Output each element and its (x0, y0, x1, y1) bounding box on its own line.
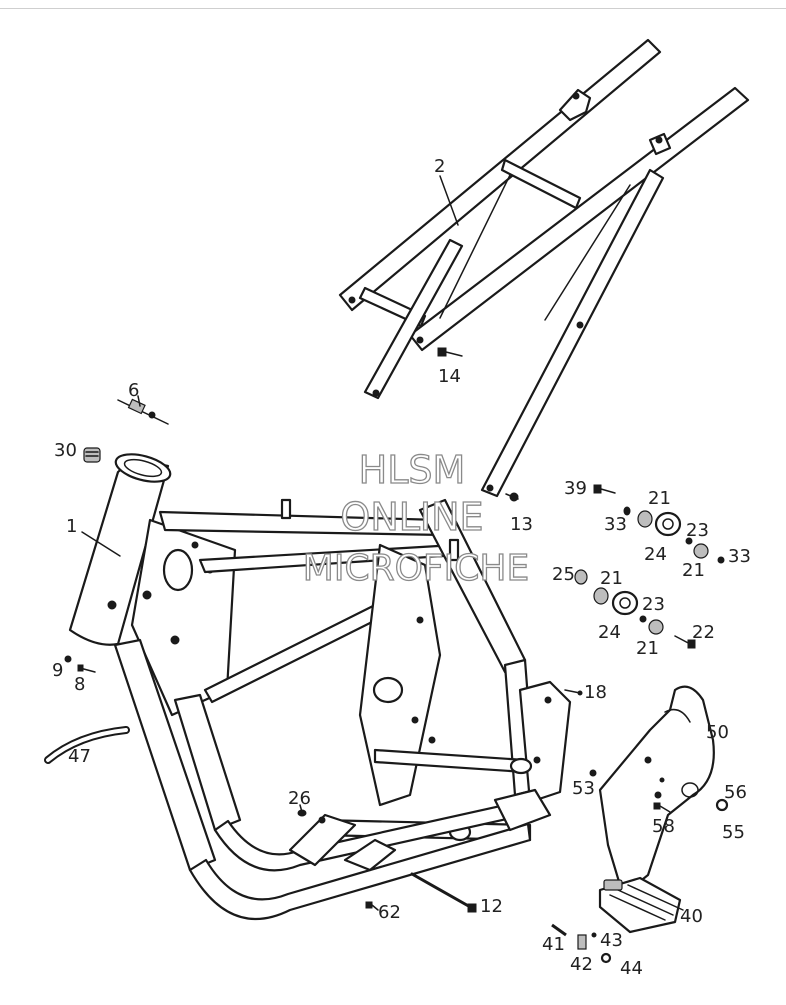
callout-8: 8 (74, 674, 85, 695)
callout-33a: 33 (604, 514, 627, 535)
callout-21b: 21 (682, 560, 705, 581)
bolt-13 (505, 492, 519, 502)
callout-50: 50 (706, 722, 729, 743)
callout-55: 55 (722, 822, 745, 843)
guard-hardware (589, 769, 729, 813)
callout-22: 22 (692, 622, 715, 643)
callout-21a: 21 (648, 488, 671, 509)
callout-30: 30 (54, 440, 77, 461)
subframe-part (338, 38, 750, 498)
cable-clip-part (117, 398, 169, 425)
callout-44: 44 (620, 958, 643, 979)
callout-24b: 24 (598, 622, 621, 643)
callout-1: 1 (66, 516, 77, 537)
watermark-line-2: ONLINE (340, 495, 483, 539)
callout-26: 26 (288, 788, 311, 809)
callout-62: 62 (378, 902, 401, 923)
callout-40: 40 (680, 906, 703, 927)
callout-43: 43 (600, 930, 623, 951)
callout-2: 2 (434, 156, 445, 177)
callout-47: 47 (68, 746, 91, 767)
callout-33b: 33 (728, 546, 751, 567)
callout-12: 12 (480, 896, 503, 917)
callout-9: 9 (52, 660, 63, 681)
callout-25: 25 (552, 564, 575, 585)
callout-23a: 23 (686, 520, 709, 541)
callout-39: 39 (564, 478, 587, 499)
callout-41: 41 (542, 934, 565, 955)
callout-13: 13 (510, 514, 533, 535)
leader-lines (81, 175, 459, 813)
bolt-22 (674, 635, 696, 649)
watermark-line-1: HLSM (359, 448, 466, 492)
rivet-18 (564, 689, 583, 696)
callout-53: 53 (572, 778, 595, 799)
callout-23b: 23 (642, 594, 665, 615)
hose-part (44, 726, 130, 764)
main-frame-part (68, 453, 572, 920)
callout-14: 14 (438, 366, 461, 387)
guard-part-50 (598, 685, 715, 897)
watermark-line-3: MICROFICHE (303, 548, 529, 589)
bolt-39 (593, 484, 616, 494)
callout-21c: 21 (600, 568, 623, 589)
footpeg-hardware (551, 923, 612, 964)
callout-58: 58 (652, 816, 675, 837)
callout-42: 42 (570, 954, 593, 975)
rubber-mounts (574, 506, 725, 635)
watermark: HLSM ONLINE MICROFICHE (302, 447, 530, 589)
screw-62 (365, 901, 379, 911)
callout-6: 6 (128, 380, 139, 401)
callout-18: 18 (584, 682, 607, 703)
plug-part (83, 447, 101, 463)
bolt-14 (437, 347, 463, 357)
footpeg-part-40 (598, 876, 684, 934)
callout-24a: 24 (644, 544, 667, 565)
nut-bolt-8-9 (64, 655, 96, 673)
callout-labels: 1 2 6 8 9 12 13 14 18 21 21 21 21 22 23 … (52, 156, 751, 979)
top-rule (0, 8, 786, 9)
axle-bolt-12 (410, 872, 477, 913)
callout-21d: 21 (636, 638, 659, 659)
callout-56: 56 (724, 782, 747, 803)
